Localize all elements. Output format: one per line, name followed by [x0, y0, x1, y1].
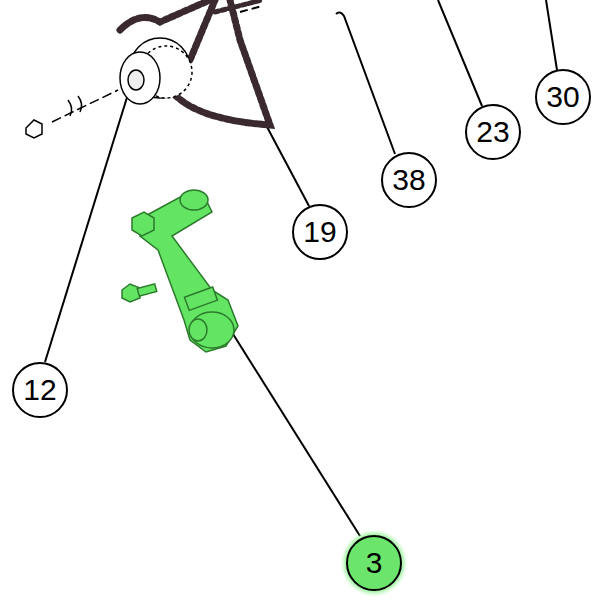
leader-line: [266, 125, 309, 206]
callout-number: 38: [381, 152, 437, 208]
leader-line: [438, 0, 482, 106]
leader-line: [228, 326, 360, 536]
leader-line: [336, 12, 395, 154]
callout-number: 30: [535, 69, 591, 125]
callout-number: 3: [346, 535, 402, 591]
callout-number: 12: [12, 362, 68, 418]
callout-number: 19: [292, 204, 348, 260]
callout-number: 23: [465, 104, 521, 160]
leader-line: [546, 0, 557, 70]
leader-line: [45, 78, 133, 362]
